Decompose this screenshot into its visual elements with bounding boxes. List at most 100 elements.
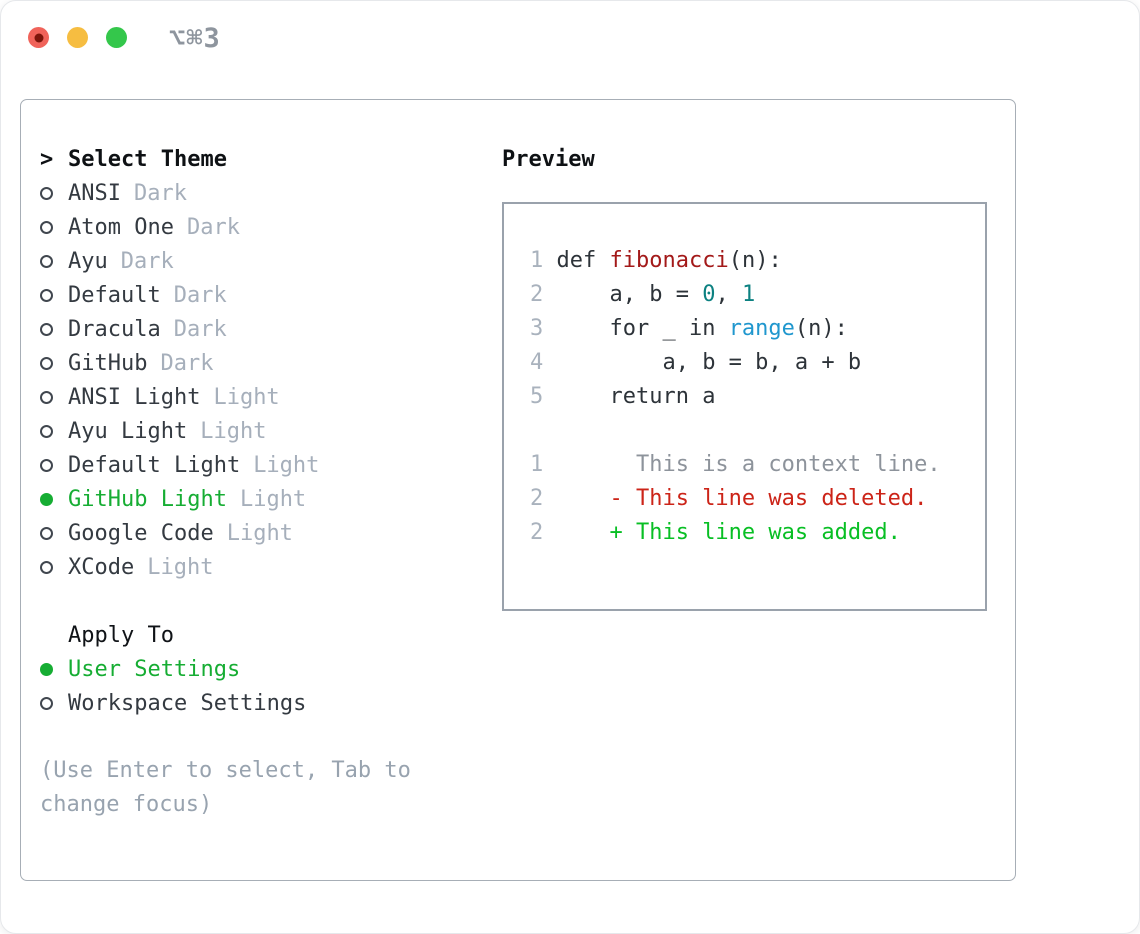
line-number: 5 <box>530 384 544 409</box>
theme-item-label: Atom One <box>68 214 174 240</box>
theme-item-label: Default Light <box>68 452 241 478</box>
theme-item-label: Dracula <box>68 316 161 342</box>
theme-item[interactable]: Default Dark <box>40 278 411 312</box>
apply-to-option[interactable]: Workspace Settings <box>40 686 411 720</box>
code-line <box>530 414 985 448</box>
radio-icon <box>40 458 53 472</box>
code-segment: fibonacci <box>609 248 729 273</box>
theme-item-label: Default <box>68 282 161 308</box>
theme-item[interactable]: GitHub Dark <box>40 346 411 380</box>
theme-variant-tag: Light <box>226 520 293 546</box>
theme-variant-tag: Dark <box>133 180 187 206</box>
apply-to-option[interactable]: User Settings <box>40 652 411 686</box>
code-segment: def <box>543 248 610 273</box>
window-title: ⌥⌘3 <box>169 23 221 54</box>
code-segment: range <box>728 316 795 341</box>
code-segment: (n): <box>794 316 848 341</box>
theme-variant-tag: Light <box>200 418 267 444</box>
code-line: 2 + This line was added. <box>530 516 985 550</box>
theme-variant-tag: Light <box>239 486 307 512</box>
theme-variant-tag: Dark <box>160 350 214 376</box>
theme-item-label: GitHub Light <box>68 486 227 512</box>
theme-item-label: ANSI <box>68 180 121 206</box>
select-theme-header-row: > Select Theme <box>40 142 411 176</box>
radio-icon <box>40 356 53 370</box>
radio-icon <box>40 390 53 404</box>
code-segment: , <box>715 282 742 307</box>
radio-icon <box>40 526 53 540</box>
theme-variant-tag: Light <box>213 384 280 410</box>
apply-to-option-label: User Settings <box>68 656 241 682</box>
hint-line-2: change focus) <box>40 792 213 817</box>
theme-variant-tag: Dark <box>186 214 240 240</box>
radio-icon <box>40 254 53 268</box>
traffic-lights <box>28 27 127 48</box>
radio-icon <box>40 424 53 438</box>
apply-to-option-label: Workspace Settings <box>68 690 307 716</box>
radio-icon <box>40 492 53 506</box>
theme-variant-tag: Dark <box>173 282 227 308</box>
theme-item[interactable]: GitHub Light Light <box>40 482 411 516</box>
radio-icon <box>40 560 53 574</box>
code-segment: + This line was added. <box>543 520 901 545</box>
code-line: 2 a, b = 0, 1 <box>530 278 985 312</box>
code-line: 1 This is a context line. <box>530 448 985 482</box>
theme-item[interactable]: XCode Light <box>40 550 411 584</box>
theme-item[interactable]: Ayu Light Light <box>40 414 411 448</box>
theme-item[interactable]: Ayu Dark <box>40 244 411 278</box>
theme-item-label: GitHub <box>68 350 148 376</box>
line-number: 2 <box>530 282 544 307</box>
code-segment: return a <box>543 384 716 409</box>
apply-to-header-row: Apply To <box>40 618 411 652</box>
theme-item-label: Ayu <box>68 248 108 274</box>
theme-item-label: ANSI Light <box>68 384 201 410</box>
zoom-button[interactable] <box>106 27 127 48</box>
theme-item[interactable]: Default Light Light <box>40 448 411 482</box>
radio-icon <box>40 288 53 302</box>
minimize-button[interactable] <box>67 27 88 48</box>
code-segment: a, b = b, a + b <box>543 350 862 375</box>
line-number: 1 <box>530 248 544 273</box>
code-line: 5 return a <box>530 380 985 414</box>
radio-icon <box>40 186 53 200</box>
code-line: 4 a, b = b, a + b <box>530 346 985 380</box>
theme-variant-tag: Dark <box>173 316 227 342</box>
theme-variant-tag: Light <box>147 554 214 580</box>
theme-item-label: Ayu Light <box>68 418 188 444</box>
titlebar: ⌥⌘3 <box>1 1 1139 99</box>
theme-item[interactable]: Atom One Dark <box>40 210 411 244</box>
code-segment: - This line was deleted. <box>543 486 928 511</box>
close-button[interactable] <box>28 27 49 48</box>
code-line: 3 for _ in range(n): <box>530 312 985 346</box>
theme-item[interactable]: Dracula Dark <box>40 312 411 346</box>
radio-icon <box>40 322 53 336</box>
code-line: 1 def fibonacci(n): <box>530 244 985 278</box>
theme-variant-tag: Dark <box>120 248 174 274</box>
code-segment: (n): <box>728 248 782 273</box>
radio-icon <box>40 662 53 676</box>
theme-item[interactable]: ANSI Dark <box>40 176 411 210</box>
code-segment: a, b = <box>543 282 703 307</box>
theme-item[interactable]: ANSI Light Light <box>40 380 411 414</box>
radio-icon <box>40 220 53 234</box>
selection-caret-icon: > <box>40 146 54 172</box>
code-segment: This is a context line. <box>543 452 941 477</box>
line-number: 4 <box>530 350 544 375</box>
line-number: 3 <box>530 316 544 341</box>
preview-column: Preview 1 def fibonacci(n):2 a, b = 0, 1… <box>502 142 987 611</box>
line-number: 2 <box>530 486 544 511</box>
line-number: 2 <box>530 520 544 545</box>
theme-item-label: XCode <box>68 554 135 580</box>
select-theme-header: Select Theme <box>68 146 227 172</box>
hint-line-1: (Use Enter to select, Tab to <box>40 758 411 783</box>
preview-header: Preview <box>502 146 595 172</box>
theme-variant-tag: Light <box>253 452 320 478</box>
code-segment: 1 <box>741 282 756 307</box>
